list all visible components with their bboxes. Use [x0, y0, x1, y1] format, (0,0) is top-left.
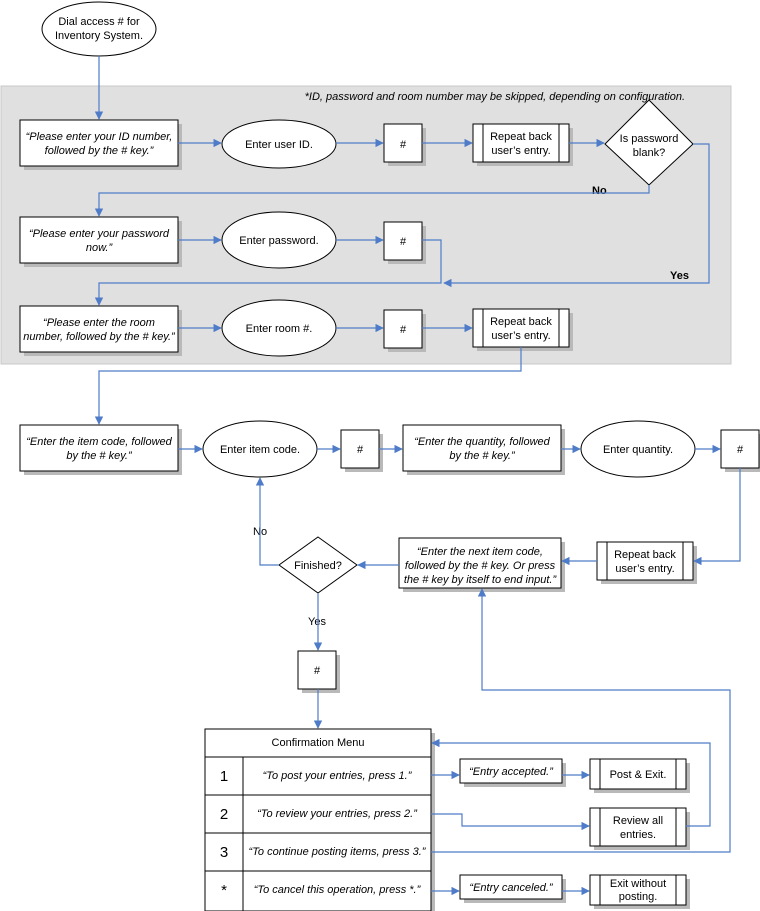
decision-yes-label: Yes [670, 270, 689, 282]
repeat-item-line1: Repeat back [614, 549, 676, 561]
exit-no-post-line1: Exit without [610, 878, 666, 890]
prompt-id-box [19, 119, 179, 167]
hash-finish-box [297, 650, 337, 690]
prompt-item-line2: by the # key.” [66, 450, 133, 462]
enter-item-label: Enter item code. [220, 444, 300, 456]
prompt-id-line2: followed by the # key.” [45, 145, 155, 157]
review-all-line2: entries. [620, 829, 656, 841]
enter-id-ellipse [221, 119, 337, 169]
menu-option-1: “To post your entries, press 1.” [263, 770, 413, 782]
entry-canceled-label: “Entry canceled.” [469, 882, 553, 894]
hash-qty-label: # [737, 444, 744, 456]
confirmation-menu-title: Confirmation Menu [272, 737, 365, 749]
repeat-id-line2: user’s entry. [491, 145, 550, 157]
finished-yes-label: Yes [308, 616, 326, 628]
enter-qty-label: Enter quantity. [603, 444, 673, 456]
prompt-pw-line1: “Please enter your password [29, 228, 170, 240]
entry-accepted-box [459, 758, 563, 784]
prompt-qty-line2: by the # key.” [449, 450, 516, 462]
menu-key-2: 2 [220, 806, 228, 823]
finished-label: Finished? [294, 560, 342, 572]
post-exit-label: Post & Exit. [610, 769, 667, 781]
enter-id-label: Enter user ID. [245, 139, 313, 151]
prompt-room-box [19, 305, 179, 353]
repeat-item-line2: user’s entry. [615, 563, 674, 575]
decision-no-label: No [592, 185, 607, 197]
hash-password-box [383, 221, 423, 261]
prompt-next-line1: “Enter the next item code, [417, 546, 543, 558]
hash-qty-box [720, 429, 760, 469]
repeat-room-line1: Repeat back [490, 316, 552, 328]
entry-canceled-box [459, 874, 563, 900]
prompt-qty-line1: “Enter the quantity, followed [414, 436, 550, 448]
start-label-1: Dial access # for [58, 16, 140, 28]
decision-line2: blank? [633, 147, 665, 159]
enter-password-label: Enter password. [239, 235, 318, 247]
prompt-room-line1: “Please enter the room [43, 317, 155, 329]
hash-id-box [383, 123, 423, 163]
connectors [94, 56, 741, 896]
repeat-room-box [472, 308, 570, 348]
entry-accepted-label: “Entry accepted.” [469, 766, 554, 778]
prompt-next-line2: followed by the # key. Or press [405, 560, 556, 572]
exit-no-post-line2: posting. [619, 891, 658, 903]
enter-room-label: Enter room #. [246, 323, 313, 335]
hash-finish-label: # [314, 665, 321, 677]
hash-password-label: # [400, 236, 407, 248]
menu-option-2: “To review your entries, press 2.” [257, 808, 418, 820]
review-all-box [589, 807, 687, 847]
hash-id-label: # [400, 139, 407, 151]
menu-option-3: “To continue posting items, press 3.” [249, 846, 427, 858]
prompt-item-box [19, 424, 179, 472]
prompt-next-line3: the # key by itself to end input.” [404, 574, 558, 586]
repeat-room-line2: user’s entry. [491, 330, 550, 342]
hash-room-label: # [400, 324, 407, 336]
prompt-item-line1: “Enter the item code, followed [26, 436, 172, 448]
prompt-next-item-box [398, 537, 562, 589]
hash-room-box [383, 309, 423, 349]
login-skip-note: *ID, password and room number may be ski… [305, 91, 685, 103]
menu-option-star: “To cancel this operation, press *.” [254, 884, 422, 896]
prompt-id-line1: “Please enter your ID number, [26, 131, 173, 143]
prompt-room-line2: number, followed by the # key.” [23, 331, 176, 343]
menu-key-3: 3 [220, 844, 228, 861]
menu-key-star: * [221, 882, 227, 899]
decision-line1: Is password [620, 133, 679, 145]
exit-no-post-box [589, 874, 687, 906]
start-label-2: Inventory System. [55, 30, 143, 42]
repeat-item-box [596, 541, 694, 581]
repeat-id-line1: Repeat back [490, 131, 552, 143]
prompt-qty-box [402, 424, 562, 472]
hash-item-label: # [357, 444, 364, 456]
repeat-id-box [472, 123, 570, 163]
menu-key-1: 1 [220, 768, 228, 785]
prompt-password-box [19, 216, 179, 264]
post-exit-box [589, 758, 687, 790]
start-ellipse [41, 1, 157, 57]
prompt-pw-line2: now.” [86, 242, 114, 254]
hash-item-box [340, 429, 380, 469]
review-all-line1: Review all [613, 815, 663, 827]
